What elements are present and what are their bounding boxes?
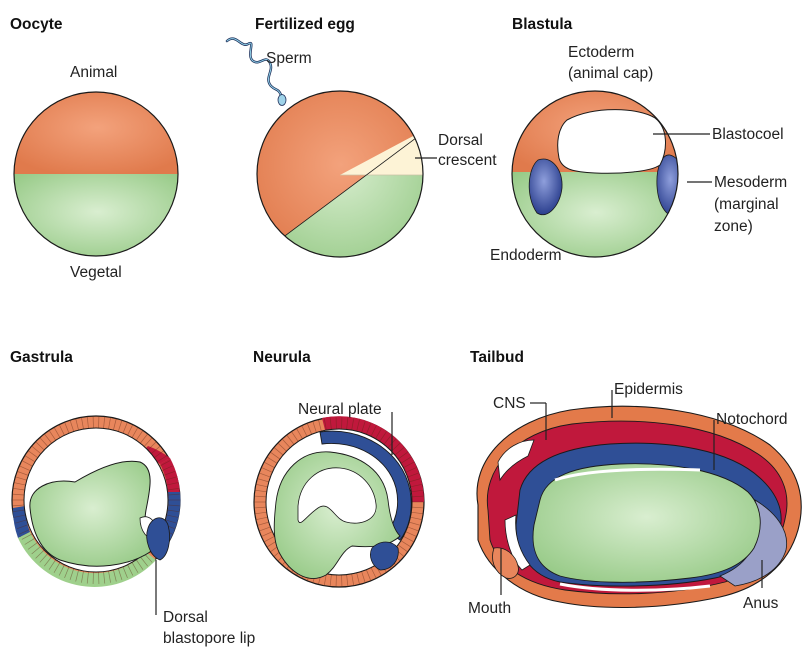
neural-plate-label: Neural plate [298, 401, 382, 418]
mesoderm-label-2: (marginal [714, 196, 779, 213]
gastrula-panel: Gastrula Dorsal blastopore lip [10, 349, 255, 647]
sperm-icon [227, 39, 286, 106]
blastopore-lip-label-1: Dorsal [163, 609, 208, 626]
tailbud-endoderm [533, 464, 760, 583]
fertilized-egg-sphere [250, 85, 432, 265]
tailbud-title: Tailbud [470, 349, 524, 366]
mesoderm-label-1: Mesoderm [714, 174, 787, 191]
blastocoel-cavity [558, 110, 666, 174]
blastocoel-label: Blastocoel [712, 126, 784, 143]
mesoderm-label-3: zone) [714, 218, 753, 235]
epidermis-label: Epidermis [614, 381, 683, 398]
ectoderm-label-1: Ectoderm [568, 44, 634, 61]
oocyte-sphere [10, 90, 185, 258]
neurula-title: Neurula [253, 349, 311, 366]
oocyte-animal-label: Animal [70, 64, 117, 81]
fertilized-egg-panel: Fertilized egg Sperm Dorsal crescent [227, 16, 497, 265]
neurula-panel: Neurula Neural plate [253, 349, 424, 587]
oocyte-vegetal-hemisphere [10, 174, 185, 258]
gastrula-title: Gastrula [10, 349, 73, 366]
fertilized-egg-title: Fertilized egg [255, 16, 355, 33]
blastula-panel: Blastula Ectoderm (animal cap) Blastocoe… [490, 16, 787, 264]
oocyte-animal-hemisphere [10, 90, 185, 174]
blastopore-lip-label-2: blastopore lip [163, 630, 255, 647]
mouth-label: Mouth [468, 600, 511, 617]
tailbud-panel: Tailbud Mouth Anus CNS Epidermis Notocho… [468, 349, 801, 617]
dorsal-crescent-label-2: crescent [438, 152, 497, 169]
ectoderm-label-2: (animal cap) [568, 65, 653, 82]
anus-label: Anus [743, 595, 779, 612]
dorsal-crescent-label-1: Dorsal [438, 132, 483, 149]
oocyte-panel: Oocyte Animal Vegetal [10, 16, 185, 281]
notochord-label: Notochord [716, 411, 788, 428]
oocyte-title: Oocyte [10, 16, 63, 33]
cns-label: CNS [493, 395, 526, 412]
blastula-title: Blastula [512, 16, 573, 33]
sperm-label: Sperm [266, 50, 312, 67]
endoderm-label: Endoderm [490, 247, 562, 264]
oocyte-vegetal-label: Vegetal [70, 264, 122, 281]
